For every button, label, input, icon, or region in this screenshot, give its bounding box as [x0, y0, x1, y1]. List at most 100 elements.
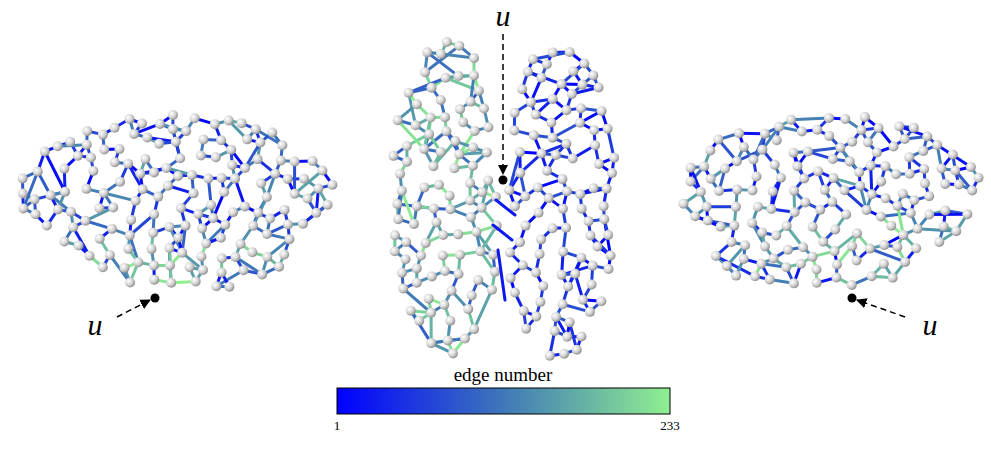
network-node [900, 257, 910, 267]
network-node [138, 184, 148, 194]
network-node [443, 335, 453, 345]
network-node [426, 113, 436, 123]
network-view [18, 110, 338, 292]
network-node [576, 332, 586, 342]
network-node [108, 203, 118, 213]
network-node [699, 161, 709, 171]
network-edge [918, 229, 957, 231]
network-node [135, 169, 145, 179]
network-node [874, 123, 884, 133]
network-node [149, 209, 159, 219]
network-node [720, 164, 730, 174]
network-node [153, 192, 163, 202]
network-node [475, 246, 485, 256]
network-node [876, 177, 886, 187]
network-node [711, 251, 721, 261]
network-node [242, 134, 252, 144]
network-node [190, 113, 200, 123]
network-node [765, 274, 775, 284]
network-node [196, 251, 206, 261]
network-node [18, 173, 28, 183]
network-node [419, 182, 429, 192]
network-node [284, 234, 294, 244]
network-node [465, 196, 475, 206]
network-node [99, 145, 109, 155]
colorbar-tick: 233 [660, 419, 680, 432]
network-node [531, 311, 541, 321]
network-node [548, 133, 558, 143]
network-node [115, 177, 125, 187]
network-node [932, 140, 942, 150]
network-node [585, 307, 595, 317]
network-node [876, 211, 886, 221]
network-node [756, 259, 766, 269]
network-node [436, 49, 446, 59]
network-node [561, 105, 571, 115]
network-node [565, 317, 575, 327]
network-node [808, 252, 818, 262]
network-node [165, 260, 175, 270]
network-node [191, 276, 201, 286]
network-node [519, 306, 529, 316]
network-node [74, 241, 84, 251]
network-node [123, 159, 133, 169]
network-node [906, 208, 916, 218]
network-node [606, 250, 616, 260]
network-node [520, 191, 530, 201]
network-node [274, 262, 284, 272]
network-node [535, 297, 545, 307]
network-node [531, 267, 541, 277]
network-node [230, 174, 240, 184]
network-node [556, 79, 566, 89]
network-node [602, 184, 612, 194]
network-node [181, 221, 191, 231]
network-node [603, 230, 613, 240]
network-node [798, 242, 808, 252]
network-node [548, 94, 558, 104]
network-node [535, 249, 545, 259]
network-node [888, 273, 898, 283]
network-node [536, 149, 546, 159]
node-label: u [923, 310, 938, 340]
network-node [402, 157, 412, 167]
marked-node [499, 176, 508, 185]
network-node [587, 279, 597, 289]
network-node [73, 151, 83, 161]
network-node [422, 47, 432, 57]
network-view [388, 37, 501, 358]
network-node [125, 278, 135, 288]
network-node [856, 125, 866, 135]
network-node [390, 246, 400, 256]
network-node [575, 189, 585, 199]
network-node [722, 261, 732, 271]
network-node [211, 281, 221, 291]
network-node [290, 189, 300, 199]
network-node [469, 324, 479, 334]
network-node [420, 67, 430, 77]
network-node [477, 187, 487, 197]
network-node [922, 131, 932, 141]
network-node [577, 204, 587, 214]
network-node [812, 278, 822, 288]
network-node [504, 185, 514, 195]
network-node [166, 278, 176, 288]
marked-node [151, 294, 160, 303]
network-node [542, 59, 552, 69]
network-node [545, 351, 555, 361]
network-node [131, 196, 141, 206]
marked-node [848, 294, 857, 303]
network-node [65, 137, 75, 147]
network-node [593, 242, 603, 252]
network-node [270, 169, 280, 179]
network-node [739, 254, 749, 264]
network-node [506, 273, 516, 283]
network-node [579, 58, 589, 68]
network-node [860, 112, 870, 122]
network-node [208, 213, 218, 223]
network-node [713, 135, 723, 145]
network-node [596, 296, 606, 306]
network-node [940, 179, 950, 189]
network-node [548, 47, 558, 57]
network-node [454, 149, 464, 159]
network-node [551, 150, 561, 160]
